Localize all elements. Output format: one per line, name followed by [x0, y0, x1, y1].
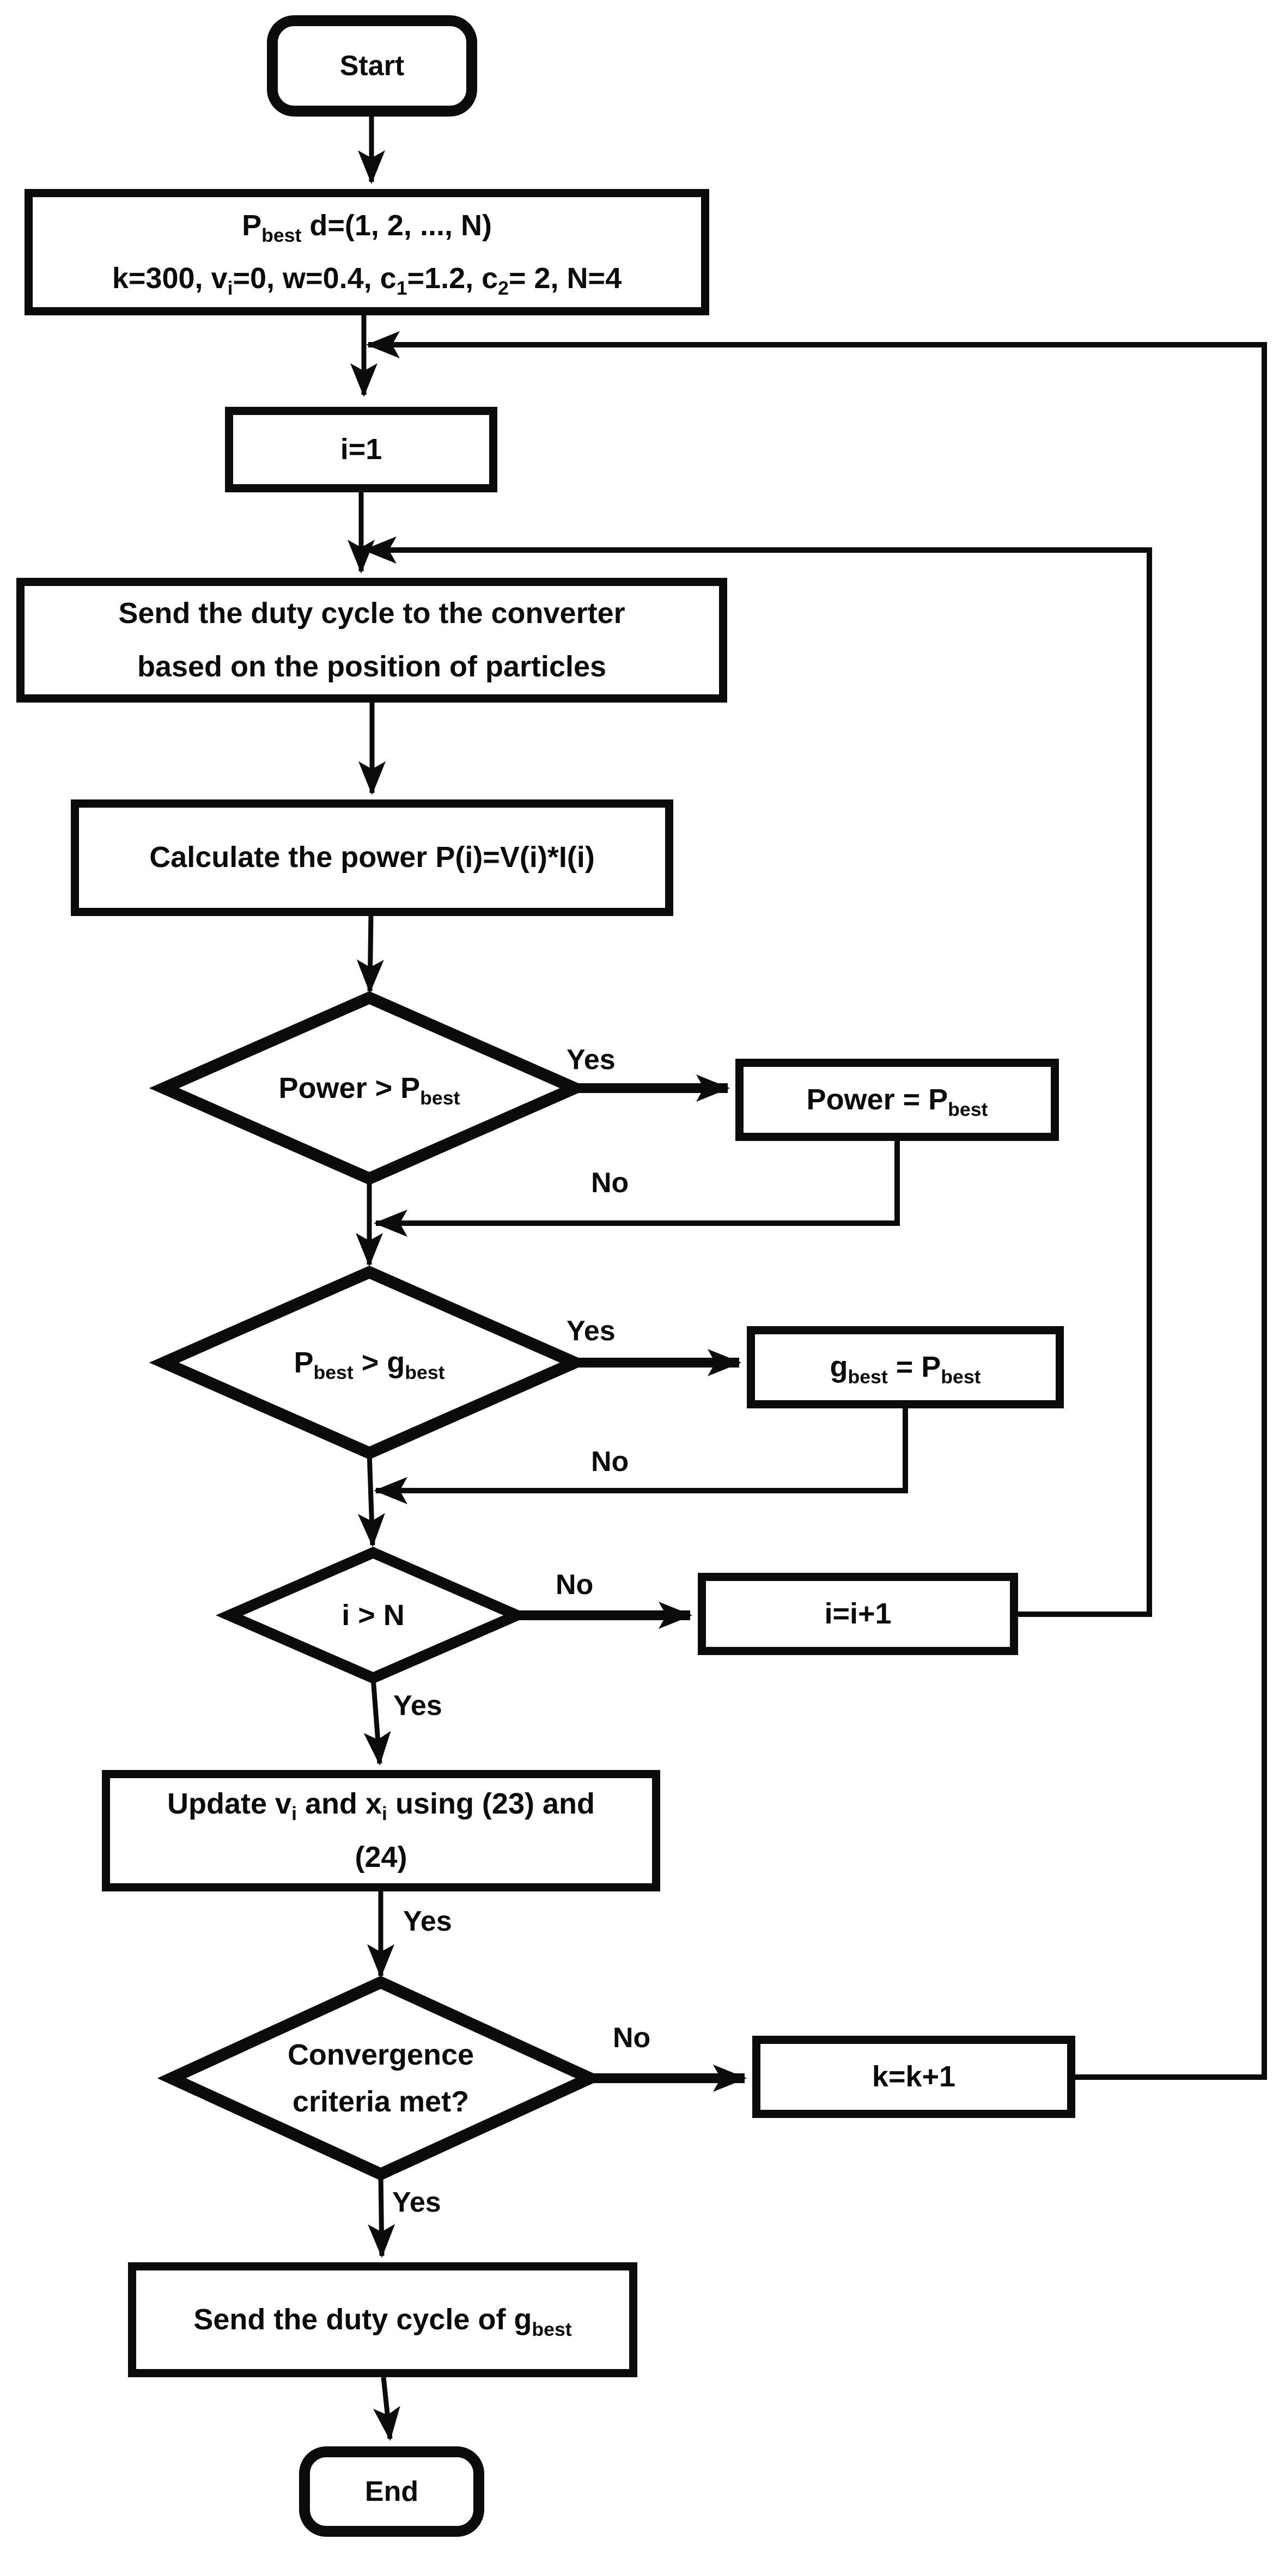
label-convergence-yes: Yes: [392, 2187, 441, 2218]
assign-pbest-box: Power = Pbest: [735, 1059, 1059, 1141]
label-convergence-no: No: [613, 2022, 651, 2054]
edge-assign-gbest-return: [374, 1408, 908, 1504]
send-duty-cycle-box: Send the duty cycle to the converter bas…: [16, 578, 727, 703]
index-check-label: i > N: [342, 1598, 405, 1632]
start-label: Start: [339, 50, 405, 82]
edge-send-gbest-to-end: [373, 2377, 400, 2441]
calculate-power-label: Calculate the power P(i)=V(i)*I(i): [149, 841, 595, 874]
init-line2: k=300, vi=0, w=0.4, c1=1.2, c2= 2, N=4: [112, 262, 622, 299]
increment-k-box: k=k+1: [752, 2036, 1075, 2118]
power-check-label: Power > Pbest: [278, 1071, 460, 1109]
index-check-diamond: i > N: [264, 1583, 482, 1648]
edge-increment-i-loop: [363, 536, 1152, 1617]
label-power-no: No: [591, 1167, 629, 1199]
edge-pbest-check-no-to-index-check: [357, 1452, 385, 1547]
label-index-no: No: [556, 1569, 594, 1601]
start-terminal: Start: [267, 15, 477, 117]
calculate-power-box: Calculate the power P(i)=V(i)*I(i): [71, 799, 673, 916]
increment-k-label: k=k+1: [872, 2060, 956, 2093]
set-i-box: i=1: [225, 407, 497, 492]
update-velocity-position-box: Update vi and xi using (23) and (24): [102, 1770, 660, 1891]
convergence-line2: criteria met?: [292, 2085, 470, 2118]
edge-increment-k-loop: [366, 331, 1267, 2080]
send-duty-line2: based on the position of particles: [137, 650, 607, 683]
edge-assign-pbest-return: [374, 1141, 900, 1237]
send-duty-line1: Send the duty cycle to the converter: [118, 597, 625, 630]
send-gbest-duty-box: Send the duty cycle of gbest: [128, 2262, 637, 2377]
assign-pbest-label: Power = Pbest: [806, 1083, 988, 1120]
pbest-check-diamond: Pbest > gbest: [233, 1330, 505, 1395]
edge-index-check-yes-to-update: [363, 1677, 391, 1766]
init-line1: Pbest d=(1, 2, ..., N): [242, 209, 492, 246]
label-power-yes: Yes: [567, 1044, 616, 1076]
power-check-diamond-shape: [149, 991, 590, 1186]
initialization-box: Pbest d=(1, 2, ..., N) k=300, vi=0, w=0.…: [25, 189, 709, 315]
convergence-diamond-shape: [157, 1975, 605, 2181]
pbest-check-label: Pbest > gbest: [294, 1346, 445, 1383]
set-i-label: i=1: [340, 432, 382, 466]
power-check-diamond: Power > Pbest: [233, 1055, 505, 1121]
convergence-diamond: Convergence criteria met?: [245, 2004, 517, 2152]
increment-i-box: i=i+1: [698, 1573, 1018, 1655]
end-label: End: [364, 2475, 419, 2507]
update-line1: Update vi and xi using (23) and: [167, 1787, 595, 1825]
index-check-diamond-shape: [215, 1547, 531, 1684]
edge-convergence-yes-to-send-gbest: [368, 2174, 395, 2258]
send-gbest-label: Send the duty cycle of gbest: [193, 2303, 572, 2340]
increment-i-label: i=i+1: [824, 1597, 892, 1630]
label-update-yes: Yes: [403, 1906, 452, 1937]
end-terminal: End: [299, 2446, 484, 2537]
update-line2: (24): [355, 1840, 407, 1873]
label-pbest-yes: Yes: [567, 1315, 616, 1347]
label-pbest-no: No: [591, 1446, 629, 1478]
assign-gbest-box: gbest = Pbest: [747, 1326, 1064, 1408]
label-index-yes: Yes: [393, 1690, 442, 1722]
convergence-line1: Convergence: [287, 2038, 474, 2071]
pbest-check-diamond-shape: [149, 1265, 590, 1460]
edge-calc-to-power-check: [356, 915, 384, 993]
assign-gbest-label: gbest = Pbest: [830, 1350, 981, 1388]
